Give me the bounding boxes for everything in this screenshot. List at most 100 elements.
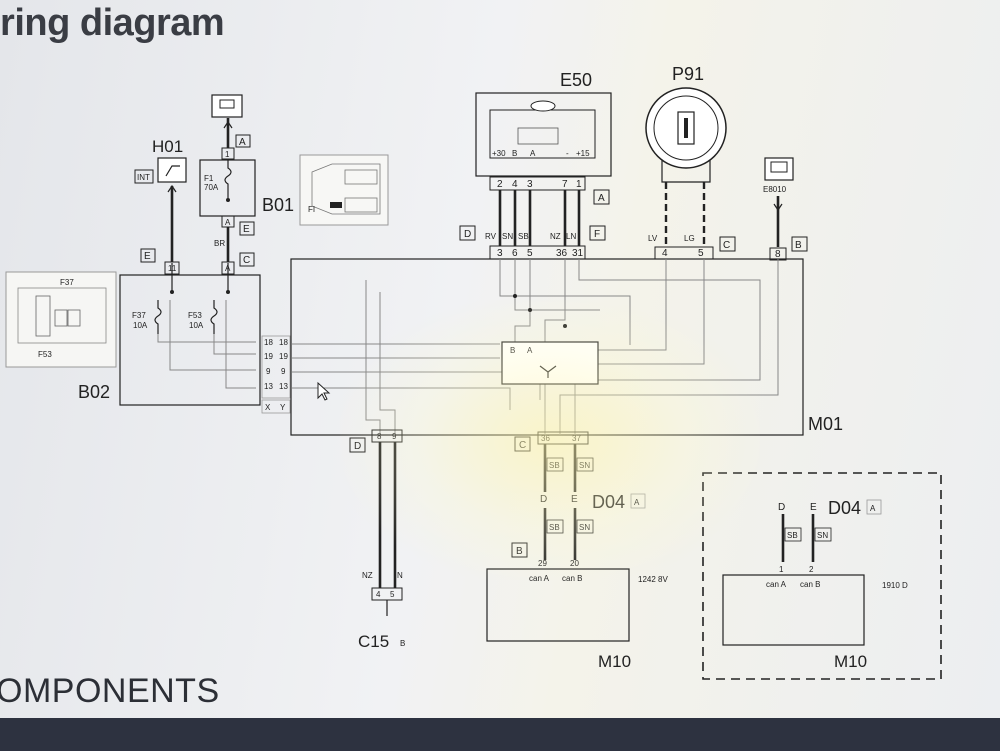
page-title: iring diagram: [0, 2, 225, 44]
d04l-pin-e: E: [571, 494, 578, 505]
thumb-f53-label: F53: [38, 350, 52, 359]
b01-conn-e: E: [243, 224, 250, 235]
e8010-conn-b: B: [795, 240, 802, 251]
h01-label: H01: [152, 137, 183, 156]
e50-wire-sb: SB: [518, 232, 529, 241]
m10l-label: M10: [598, 652, 631, 671]
d04r-bottom-pin-1: 1: [779, 565, 784, 574]
p91-ignition-switch: P91 LV LG C 4 5: [645, 64, 736, 260]
e50-wire-ln: LN: [566, 232, 576, 241]
m01-can-a: A: [527, 346, 533, 355]
fuse-f53-label: F53: [188, 311, 202, 320]
e50-bpin-3: 5: [527, 248, 533, 259]
c15-conn-d: D: [354, 441, 361, 452]
d04r-wire-sb: SB: [787, 531, 798, 540]
p91-conn-c: C: [723, 240, 730, 251]
b02-pin-l1: 18: [264, 338, 273, 347]
e50-bpin-1: 3: [497, 248, 503, 259]
h01-int-label: INT: [137, 173, 150, 182]
b01-wire: BR: [214, 239, 225, 248]
m10l-variant: 1242 8V: [638, 575, 668, 584]
b01-fuse-label: F1: [204, 174, 214, 183]
c15-wire-n: N: [397, 571, 403, 580]
bottom-bar: [0, 718, 1000, 751]
b02-pin-r3: 9: [281, 367, 286, 376]
c15-suffix: B: [400, 639, 405, 648]
h01-pin: 11: [168, 264, 177, 273]
e50-label: E50: [560, 70, 592, 90]
d04l-wire-top-sn: SN: [579, 461, 590, 470]
d04l-wire-top-sb: SB: [549, 461, 560, 470]
thumb-f37-label: F37: [60, 278, 74, 287]
d04-m10-left: C 36 37 SB SN D E D04 A SB SN B 29 20 ca…: [486, 431, 668, 671]
b01-conn-c: C: [243, 255, 250, 266]
b02-conn-y: Y: [280, 403, 286, 412]
d04l-bottom-pin-1: 29: [538, 559, 547, 568]
m01-can-b: B: [510, 346, 515, 355]
variant-box-right: D E D04 A SB SN 1 2 can A can B 1910 D M…: [702, 472, 942, 680]
e8010-device: E8010 B 8: [763, 157, 808, 261]
b01-conn-a-top: A: [239, 137, 246, 148]
b01-label: B01: [262, 195, 294, 215]
d04l-label: D04: [592, 492, 625, 512]
e8010-label: E8010: [763, 185, 787, 194]
c15-bottom-pin-1: 4: [376, 590, 381, 599]
components-heading: OMPONENTS: [0, 672, 220, 710]
b01-fuse-box: A 1 F1 70A B01 A E BR A C: [199, 94, 294, 275]
d04r-pin-e: E: [810, 502, 817, 513]
d04l-top-pin-2: 37: [572, 434, 581, 443]
c15-top-pin-2: 9: [392, 432, 397, 441]
p91-pin-4: 4: [662, 248, 668, 259]
b01-fuse-rating: 70A: [204, 183, 219, 192]
e50-wire-rv: RV: [485, 232, 497, 241]
e50-top-1: +30: [492, 149, 506, 158]
e50-top-3: A: [530, 149, 536, 158]
e50-conn-a: A: [598, 193, 605, 204]
d04l-wire-bottom-sn: SN: [579, 523, 590, 532]
p91-label: P91: [672, 64, 704, 84]
b02-pin-r2: 19: [279, 352, 288, 361]
d04l-conn-c: C: [519, 440, 526, 451]
b02-pin-r4: 13: [279, 382, 288, 391]
d04r-bottom-pin-2: 2: [809, 565, 814, 574]
e50-conn-d: D: [464, 229, 471, 240]
d04r-pin-d: D: [778, 502, 785, 513]
p91-wire-lg: LG: [684, 234, 695, 243]
b02-pin-l3: 9: [266, 367, 271, 376]
m01-label: M01: [808, 414, 843, 434]
e50-conn-f: F: [594, 229, 600, 240]
e50-top-5: +15: [576, 149, 590, 158]
b02-label: B02: [78, 382, 110, 402]
c15-connector: D 8 9 NZ N 4 5 C15 B: [349, 429, 405, 651]
c15-bottom-pin-2: 5: [390, 590, 395, 599]
d04l-pin-d: D: [540, 494, 547, 505]
e50-bpin-2: 6: [512, 248, 518, 259]
d04r-label: D04: [828, 498, 861, 518]
b01-pin-top: 1: [225, 150, 230, 159]
m10l-can-b: can B: [562, 574, 582, 583]
h01-conn-e: E: [144, 251, 151, 262]
m10l-can-a: can A: [529, 574, 550, 583]
b02-conn-x: X: [265, 403, 271, 412]
b02-pin-r1: 18: [279, 338, 288, 347]
d04l-wire-bottom-sb: SB: [549, 523, 560, 532]
e50-pin-1: 2: [497, 179, 503, 190]
d04l-conn-b: B: [516, 546, 523, 557]
e8010-pin: 8: [775, 249, 781, 260]
c15-label: C15: [358, 632, 389, 651]
e50-module: E50 +30 B A - +15 2 4 3 7 1 A RV SN SB N…: [459, 70, 612, 260]
d04r-wire-sn: SN: [817, 531, 828, 540]
e50-bpin-4: 36: [556, 248, 568, 259]
fuse-f37-rating: 10A: [133, 321, 148, 330]
m10r-can-a: can A: [766, 580, 787, 589]
p91-wire-lv: LV: [648, 234, 658, 243]
b02-pin-l2: 19: [264, 352, 273, 361]
c15-top-pin-1: 8: [377, 432, 382, 441]
e50-pin-4: 7: [562, 179, 568, 190]
e50-bpin-5: 31: [572, 248, 584, 259]
fuse-f37-label: F37: [132, 311, 146, 320]
m01-module: M01 B A: [290, 258, 843, 436]
e50-pin-2: 4: [512, 179, 518, 190]
fusebox-fi-label: FI: [308, 205, 315, 214]
